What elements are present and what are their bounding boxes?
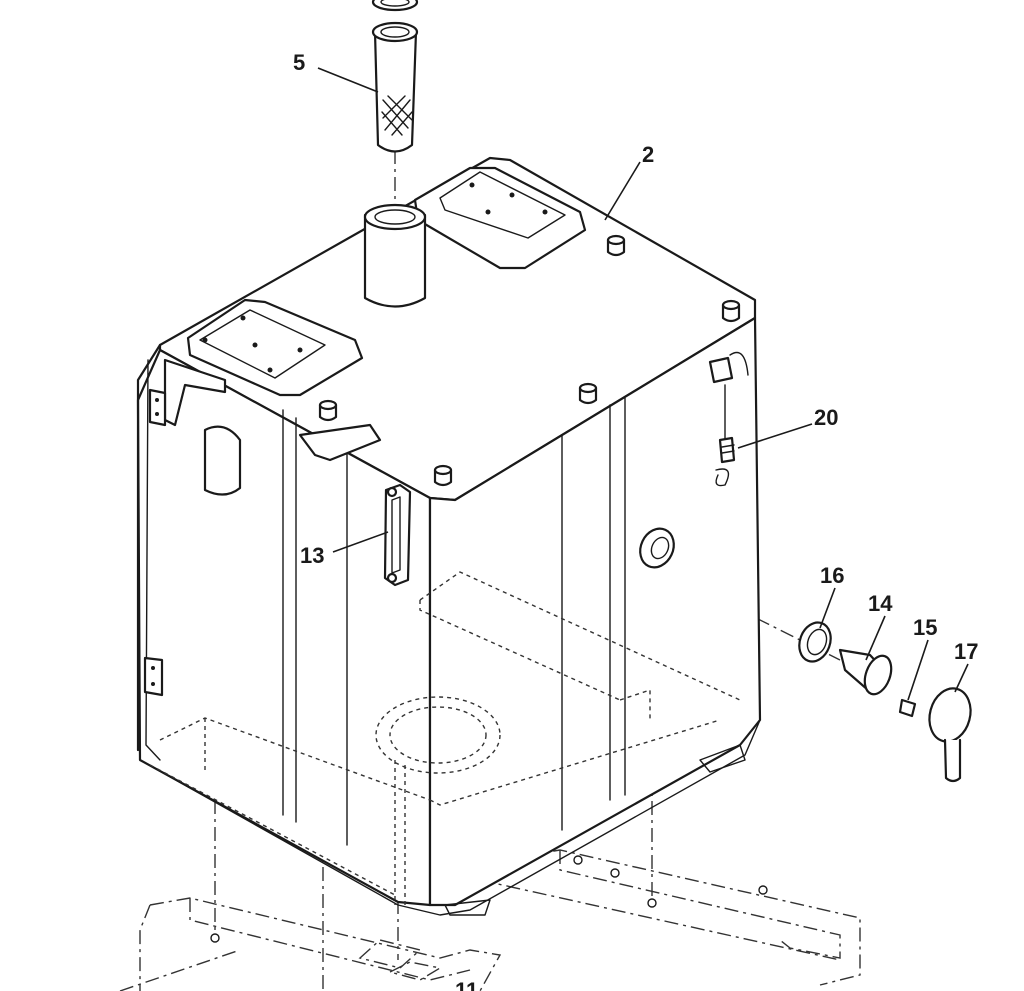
leader-lines	[317, 67, 969, 701]
callout-15: 15	[913, 615, 937, 640]
callout-11: 11	[455, 978, 478, 991]
right-access-cover	[413, 166, 587, 270]
callout-5: 5	[293, 50, 305, 75]
strainer-part-5	[371, 0, 419, 153]
callouts: 2 5 11 13 14 15 16 17 20	[293, 50, 978, 991]
callout-17: 17	[954, 639, 978, 664]
left-brackets	[143, 358, 382, 697]
callout-13: 13	[300, 543, 324, 568]
bolt-part-15	[898, 698, 917, 718]
side-port	[639, 527, 675, 569]
top-bosses	[318, 234, 741, 487]
hidden-internal-lines	[159, 571, 741, 905]
callout-14: 14	[868, 591, 893, 616]
level-gauge-part-13	[383, 483, 412, 587]
sensor-part-14	[838, 648, 893, 696]
callout-20: 20	[814, 405, 838, 430]
callout-2: 2	[642, 142, 654, 167]
gasket-part-16	[798, 621, 832, 663]
callout-16: 16	[820, 563, 844, 588]
filler-neck	[363, 203, 427, 308]
cover-part-17	[928, 687, 972, 783]
left-access-cover	[186, 298, 364, 397]
hydraulic-tank	[136, 156, 762, 916]
breather-part-20	[708, 351, 749, 487]
